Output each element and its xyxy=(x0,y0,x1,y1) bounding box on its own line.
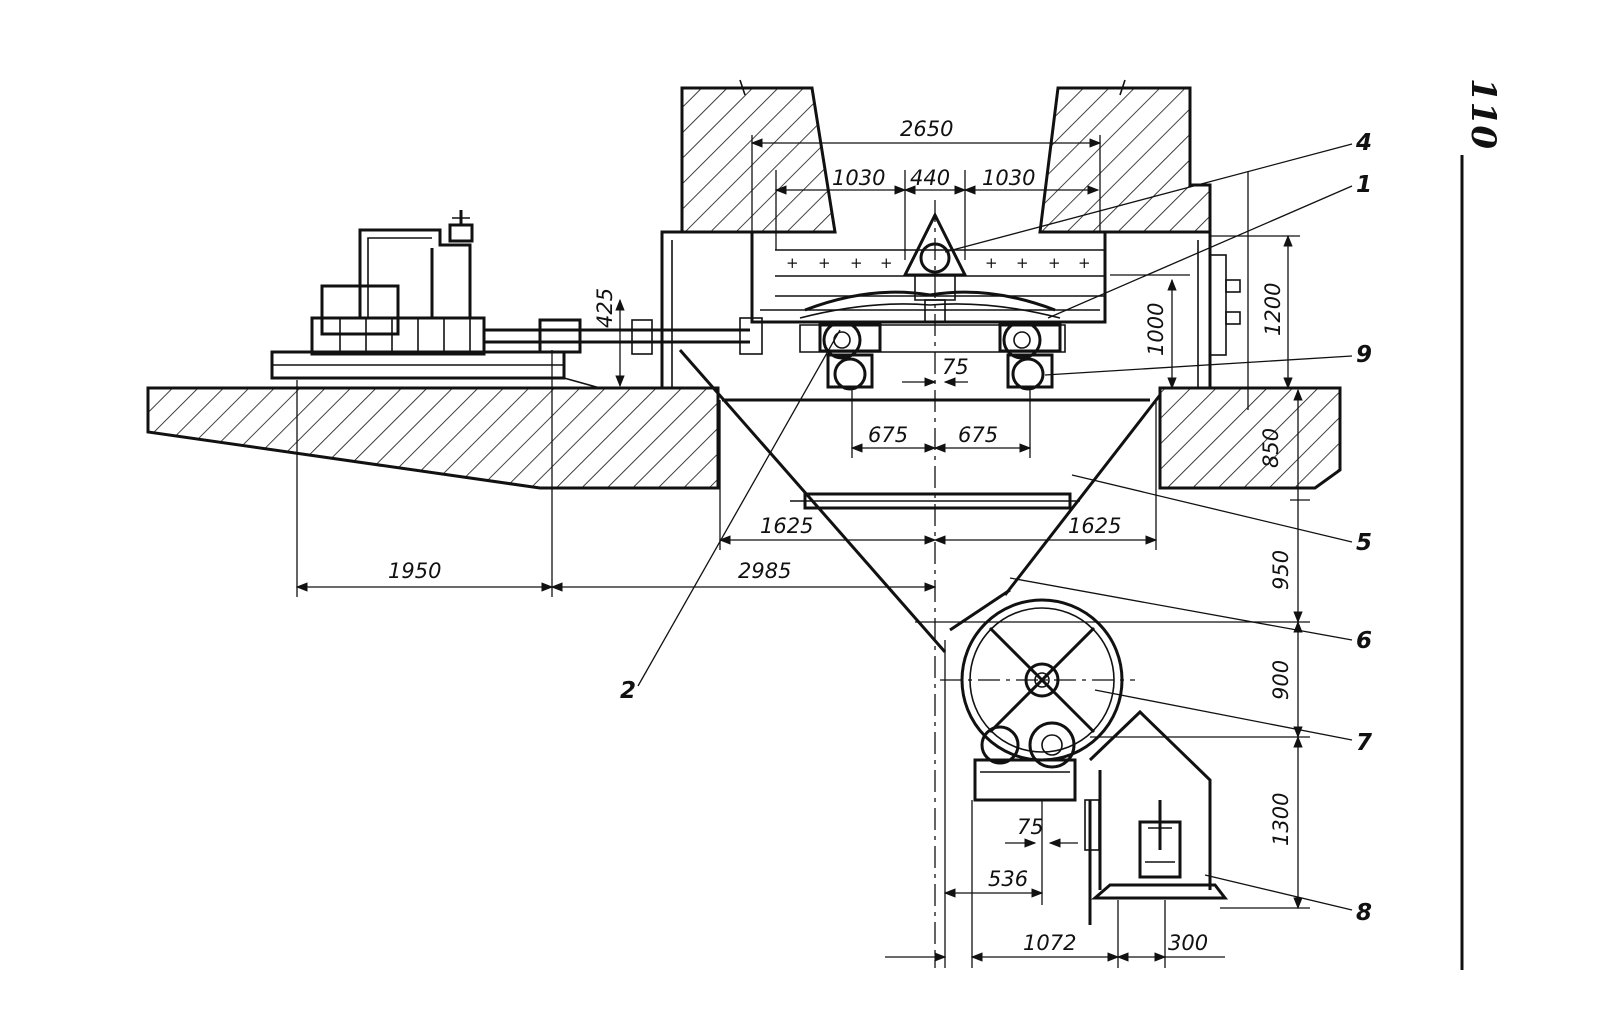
leader-lines xyxy=(637,79,1464,970)
svg-text:+: + xyxy=(985,254,998,272)
dim-900: 900 xyxy=(1269,660,1293,700)
svg-text:+: + xyxy=(1078,254,1091,272)
dimension-labels: 2650 1030 440 1030 425 1000 1200 75 675 … xyxy=(388,117,1293,955)
dim-425: 425 xyxy=(593,288,617,328)
dim-950: 950 xyxy=(1269,550,1293,590)
callout-8: 8 xyxy=(1356,900,1372,926)
callout-4: 4 xyxy=(1355,130,1372,156)
dim-1030-right: 1030 xyxy=(982,166,1035,190)
wall-block-left xyxy=(680,86,837,234)
drive-unit xyxy=(270,210,763,389)
dim-1030-left: 1030 xyxy=(832,166,885,190)
dim-300: 300 xyxy=(1168,931,1208,955)
dim-1625-left: 1625 xyxy=(760,514,813,538)
dim-1200: 1200 xyxy=(1261,283,1285,336)
hopper xyxy=(678,349,1162,653)
callout-9: 9 xyxy=(1356,342,1372,368)
wall-block-right xyxy=(1038,86,1212,234)
svg-text:+: + xyxy=(1048,254,1061,272)
dim-75-bottom: 75 xyxy=(1017,815,1044,839)
support-rollers xyxy=(799,320,1066,391)
callout-5: 5 xyxy=(1356,530,1372,556)
svg-text:+: + xyxy=(880,254,893,272)
callout-1: 1 xyxy=(1356,172,1372,198)
svg-text:+: + xyxy=(818,254,831,272)
page-number: 110 xyxy=(1463,78,1503,149)
dim-1300: 1300 xyxy=(1269,793,1293,846)
floor-slab-left xyxy=(146,386,720,490)
dim-675-right: 675 xyxy=(958,423,998,447)
gear-reducer xyxy=(973,721,1100,851)
dim-2985: 2985 xyxy=(738,559,791,583)
dim-1625-right: 1625 xyxy=(1068,514,1121,538)
dim-1000: 1000 xyxy=(1144,303,1168,356)
callout-7: 7 xyxy=(1356,730,1372,756)
dim-536: 536 xyxy=(988,867,1028,891)
foundation xyxy=(146,86,1342,490)
dim-1072: 1072 xyxy=(1023,931,1076,955)
dim-850: 850 xyxy=(1259,428,1283,468)
callout-2: 2 xyxy=(620,678,636,704)
dim-75-top: 75 xyxy=(942,355,969,379)
dim-1950: 1950 xyxy=(388,559,441,583)
grate-plus-marks: + + + + + + + + xyxy=(786,254,1091,272)
dimension-lines xyxy=(295,135,1310,968)
dim-2650: 2650 xyxy=(900,117,953,141)
callout-6: 6 xyxy=(1356,628,1372,654)
svg-text:+: + xyxy=(786,254,799,272)
dim-440: 440 xyxy=(910,166,950,190)
svg-text:+: + xyxy=(850,254,863,272)
callout-labels: 4 1 9 5 6 7 8 2 xyxy=(620,130,1372,926)
dim-675-left: 675 xyxy=(868,423,908,447)
svg-text:+: + xyxy=(1016,254,1029,272)
floor-slab-right xyxy=(1158,386,1342,490)
discharge-chute xyxy=(1088,709,1229,925)
